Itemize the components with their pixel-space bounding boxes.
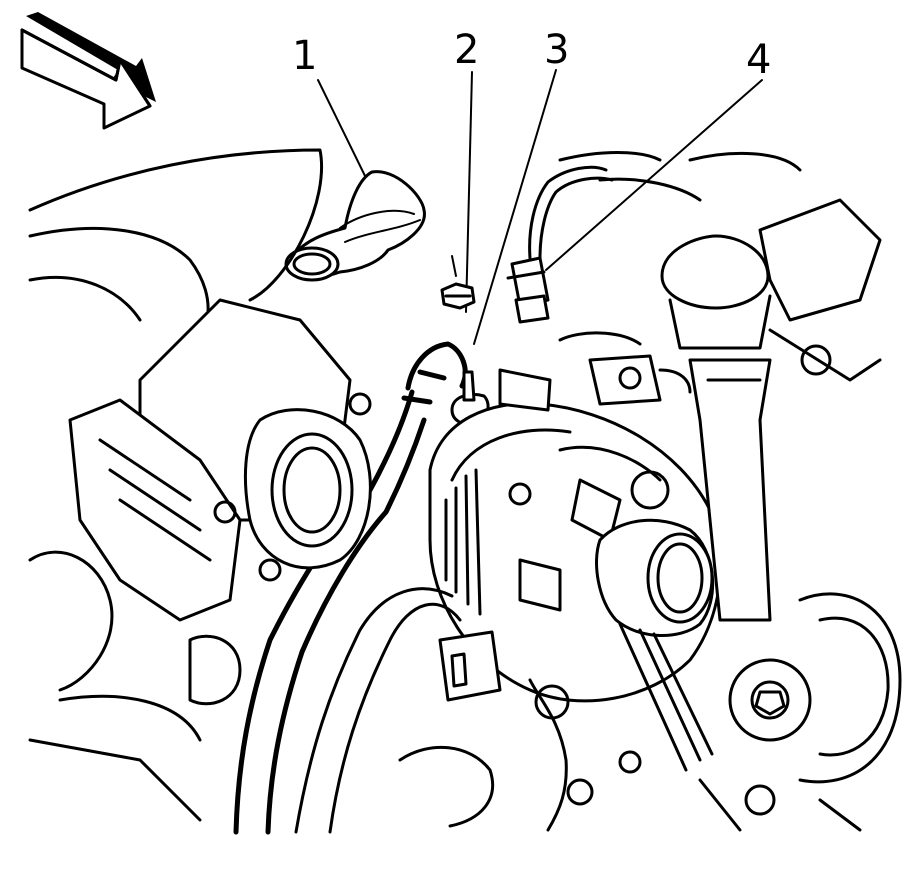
pulley-belt bbox=[595, 518, 812, 772]
leader-lines bbox=[317, 69, 763, 345]
callout-1: 1 bbox=[292, 33, 318, 79]
hoses bbox=[294, 587, 570, 834]
harness-connector bbox=[506, 165, 614, 324]
terminal-nut bbox=[440, 255, 476, 310]
terminal-boot-cap bbox=[284, 170, 426, 282]
callout-2: 2 bbox=[454, 27, 480, 73]
battery-cable bbox=[233, 341, 468, 835]
reservoir-cap bbox=[660, 198, 882, 622]
upper-harness bbox=[498, 151, 802, 412]
direction-arrow-icon bbox=[20, 12, 156, 130]
callout-3: 3 bbox=[544, 27, 570, 73]
callout-4: 4 bbox=[746, 37, 772, 83]
lower-engine-details bbox=[398, 592, 902, 832]
intake-assembly bbox=[28, 148, 372, 822]
